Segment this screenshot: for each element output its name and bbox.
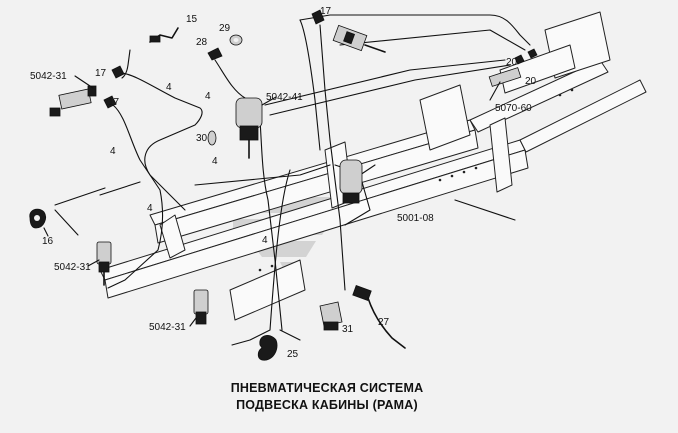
component-31-bumper [319,301,343,331]
leader-lines [43,75,516,327]
label-17-top: 17 [320,6,332,17]
component-17-fitting-b [103,95,117,109]
label-4-b: 4 [205,91,211,102]
label-5001-08: 5001-08 [397,213,434,224]
label-27: 27 [378,317,390,328]
component-5042-41-airbag [235,97,263,159]
label-25: 25 [287,349,299,360]
label-17-b: 17 [108,97,120,108]
label-31: 31 [342,324,354,335]
component-20-fittings [514,48,538,65]
label-20-b: 20 [525,76,537,87]
label-29: 29 [219,23,231,34]
component-air-tank [339,159,363,204]
label-5042-31-c: 5042-31 [149,322,186,333]
label-20-a: 20 [506,57,518,68]
component-28-fitting [207,47,223,61]
component-5042-31-valve-middle [96,241,112,286]
label-4-c: 4 [110,146,116,157]
component-29-bushing [229,34,243,46]
label-5070-60: 5070-60 [495,103,532,114]
component-16-clip [29,208,46,229]
label-28: 28 [196,37,208,48]
component-27-rod [352,285,406,349]
component-shock-absorber-top [332,24,386,53]
component-25-hose [257,335,278,361]
label-17-a: 17 [95,68,107,79]
component-30-plug [207,130,217,146]
caption-line-1: ПНЕВМАТИЧЕСКАЯ СИСТЕМА [231,381,424,395]
component-5070-60-block [488,67,522,87]
part-labels: 15 29 28 17 5042-31 17 4 17 4 5042-41 20… [30,6,537,360]
label-4-d: 4 [212,156,218,167]
component-5042-31-valve-left [49,85,97,117]
label-5042-41: 5042-41 [266,92,303,103]
label-30: 30 [196,133,208,144]
component-17-fitting-a [111,65,125,79]
chassis-frame [99,11,647,321]
component-17-valve-top [311,9,325,25]
label-4-f: 4 [262,235,268,246]
label-16: 16 [42,236,54,247]
label-15: 15 [186,14,198,25]
caption-line-2: ПОДВЕСКА КАБИНЫ (РАМА) [236,398,418,412]
label-4-e: 4 [147,203,153,214]
label-5042-31-b: 5042-31 [54,262,91,273]
air-lines [54,14,531,346]
component-15-bracket [149,27,179,43]
label-4-a: 4 [166,82,172,93]
component-5042-31-valve-bottom [193,289,209,325]
label-5042-31-a: 5042-31 [30,71,67,82]
